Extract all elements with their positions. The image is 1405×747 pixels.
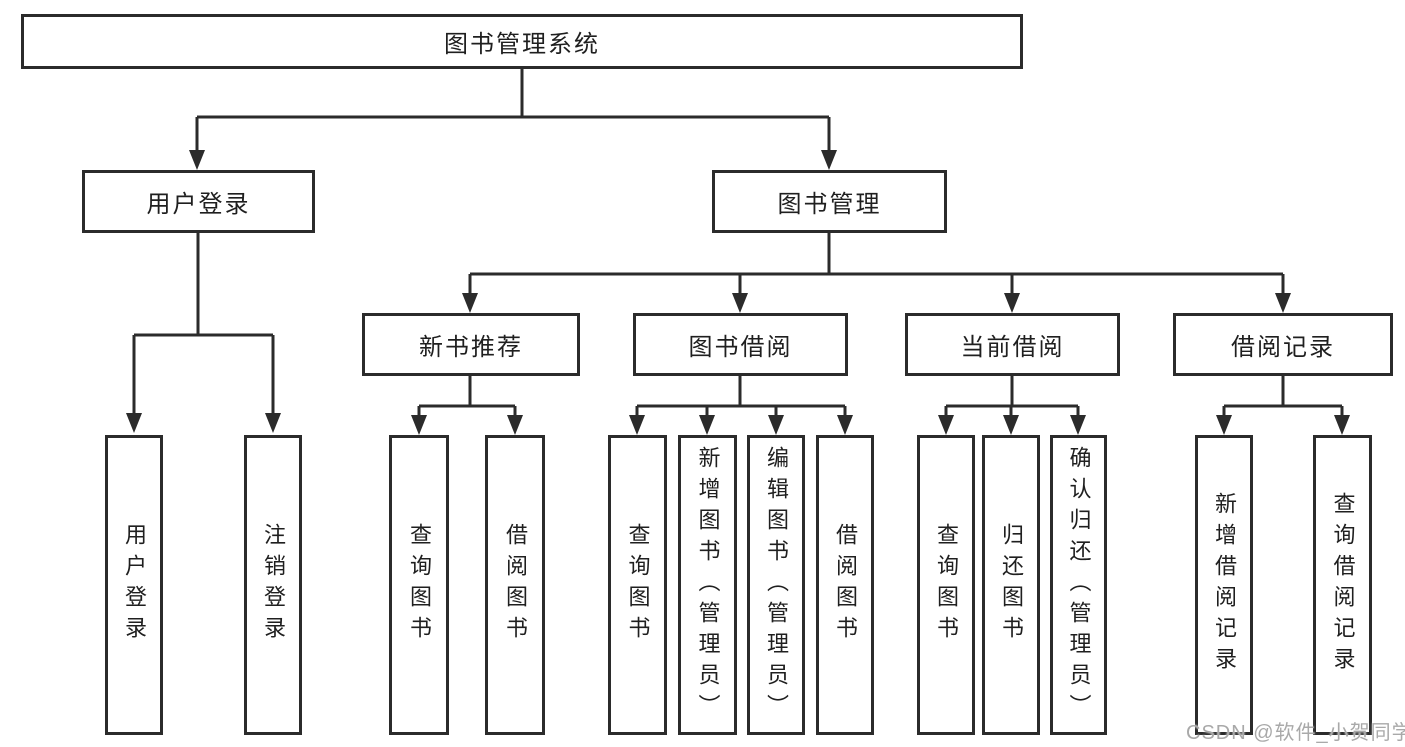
node-root-label: 图书管理系统 (444, 31, 600, 58)
watermark: CSDN @软件_小贺同学 (1186, 722, 1405, 744)
arrowhead (1216, 415, 1232, 435)
leaf-br-add-record: 新增借阅记录 (1195, 435, 1253, 735)
leaf-bb-borrow-books-label: 借阅图书 (833, 523, 858, 647)
arrowhead (265, 413, 281, 433)
arrowhead (837, 415, 853, 435)
connector-root-to-branches (189, 69, 837, 170)
connector-new-book-recommend-to-leaves (411, 376, 523, 435)
leaf-cb-return-books: 归还图书 (982, 435, 1040, 735)
arrowhead (126, 413, 142, 433)
arrowhead (938, 415, 954, 435)
arrowhead (821, 150, 837, 170)
leaf-user-login-label: 用户登录 (122, 523, 147, 647)
arrowhead (1334, 415, 1350, 435)
arrowhead (462, 293, 478, 313)
leaf-cb-query-books: 查询图书 (917, 435, 975, 735)
leaf-logout-label: 注销登录 (261, 523, 286, 647)
arrowhead (1004, 293, 1020, 313)
leaf-nb-query-books: 查询图书 (389, 435, 449, 735)
leaf-user-login: 用户登录 (105, 435, 163, 735)
leaf-bb-add-book-admin-label: 新增图书（管理员） (695, 445, 721, 725)
leaf-bb-borrow-books: 借阅图书 (816, 435, 874, 735)
node-root: 图书管理系统 (21, 14, 1023, 69)
node-borrow-records: 借阅记录 (1173, 313, 1393, 376)
leaf-cb-return-books-label: 归还图书 (999, 523, 1024, 647)
leaf-cb-query-books-label: 查询图书 (934, 523, 959, 647)
arrowhead (1275, 293, 1291, 313)
leaf-cb-confirm-return-admin-label: 确认归还（管理员） (1066, 445, 1092, 725)
node-borrow-records-label: 借阅记录 (1231, 334, 1335, 361)
node-new-book-recommend-label: 新书推荐 (419, 334, 523, 361)
leaf-nb-borrow-books: 借阅图书 (485, 435, 545, 735)
node-new-book-recommend: 新书推荐 (362, 313, 580, 376)
connector-borrow-records-to-leaves (1216, 376, 1350, 435)
arrowhead (1070, 415, 1086, 435)
node-book-mgmt-label: 图书管理 (777, 191, 882, 218)
leaf-br-query-record-label: 查询借阅记录 (1330, 492, 1356, 678)
arrowhead (732, 293, 748, 313)
connector-book-mgmt-to-sections (462, 233, 1291, 313)
arrowhead (699, 415, 715, 435)
node-current-borrow: 当前借阅 (905, 313, 1120, 376)
node-book-borrow: 图书借阅 (633, 313, 848, 376)
arrowhead (1003, 415, 1019, 435)
node-user-login-label: 用户登录 (146, 191, 251, 218)
leaf-bb-add-book-admin: 新增图书（管理员） (678, 435, 737, 735)
node-book-mgmt: 图书管理 (712, 170, 947, 233)
leaf-bb-query-books: 查询图书 (608, 435, 667, 735)
leaf-bb-edit-book-admin: 编辑图书（管理员） (747, 435, 805, 735)
leaf-cb-confirm-return-admin: 确认归还（管理员） (1050, 435, 1107, 735)
leaf-br-query-record: 查询借阅记录 (1313, 435, 1372, 735)
connector-user-login-to-leaves (126, 233, 281, 433)
connector-current-borrow-to-leaves (938, 376, 1086, 435)
leaf-logout: 注销登录 (244, 435, 302, 735)
node-current-borrow-label: 当前借阅 (960, 334, 1065, 361)
node-user-login: 用户登录 (82, 170, 315, 233)
leaf-nb-query-books-label: 查询图书 (407, 523, 432, 647)
leaf-bb-query-books-label: 查询图书 (625, 523, 651, 647)
leaf-nb-borrow-books-label: 借阅图书 (503, 523, 528, 647)
leaf-bb-edit-book-admin-label: 编辑图书（管理员） (764, 445, 789, 725)
node-book-borrow-label: 图书借阅 (688, 334, 793, 361)
arrowhead (189, 150, 205, 170)
connector-book-borrow-to-leaves (629, 376, 853, 435)
leaf-br-add-record-label: 新增借阅记录 (1212, 492, 1237, 678)
arrowhead (768, 415, 784, 435)
arrowhead (507, 415, 523, 435)
arrowhead (629, 415, 645, 435)
arrowhead (411, 415, 427, 435)
